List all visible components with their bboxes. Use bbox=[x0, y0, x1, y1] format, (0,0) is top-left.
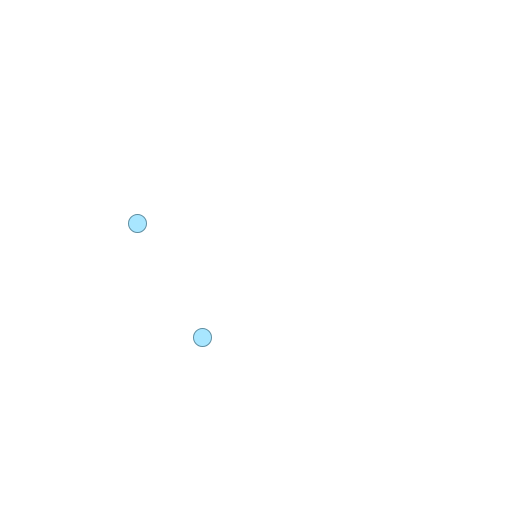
circle-marker-upper[interactable] bbox=[128, 214, 147, 233]
circle-marker-lower[interactable] bbox=[193, 328, 212, 347]
